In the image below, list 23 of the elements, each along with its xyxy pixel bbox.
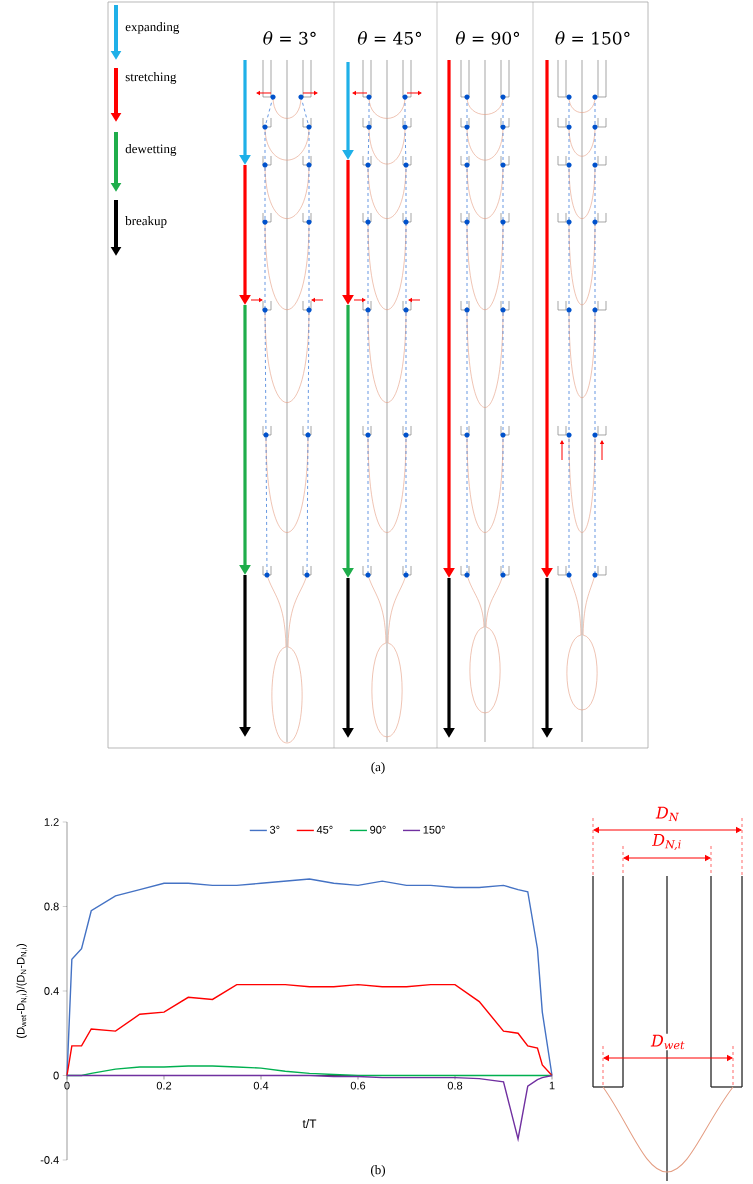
y-tick-label: 0.8 xyxy=(44,902,59,911)
legend-label: 150° xyxy=(423,825,445,834)
panel-label: (a) xyxy=(371,762,385,774)
panel-label: (b) xyxy=(371,1165,385,1177)
y-tick-label: 0 xyxy=(53,1071,59,1080)
angle-label: θ = 45° xyxy=(357,31,422,45)
y-tick-label: 0.4 xyxy=(44,987,59,995)
legend-label: 3° xyxy=(269,825,280,834)
y-tick-label: 1.2 xyxy=(44,818,59,826)
legend-label: 45° xyxy=(316,825,333,834)
legend-label: stretching xyxy=(125,72,177,84)
dimension-label: D$_{N,i}$ xyxy=(651,833,683,851)
dimension-label: D$_{N}$ xyxy=(654,805,681,823)
angle-label: θ = 90° xyxy=(455,31,520,45)
legend-label: expanding xyxy=(125,22,180,34)
angle-label: θ = 3° xyxy=(263,31,316,45)
text: (D$_{wet}$-D$_{N,i}$)/(D$_{N}$-D$_{N,i}$) xyxy=(16,944,28,1038)
y-tick-label: -0.4 xyxy=(40,1156,59,1164)
legend-label: dewetting xyxy=(125,144,177,156)
legend-label: 90° xyxy=(370,825,386,834)
angle-label: θ = 150° xyxy=(555,31,630,45)
legend-label: breakup xyxy=(125,216,167,228)
dimension-label: D$_{wet}$ xyxy=(650,1033,687,1051)
